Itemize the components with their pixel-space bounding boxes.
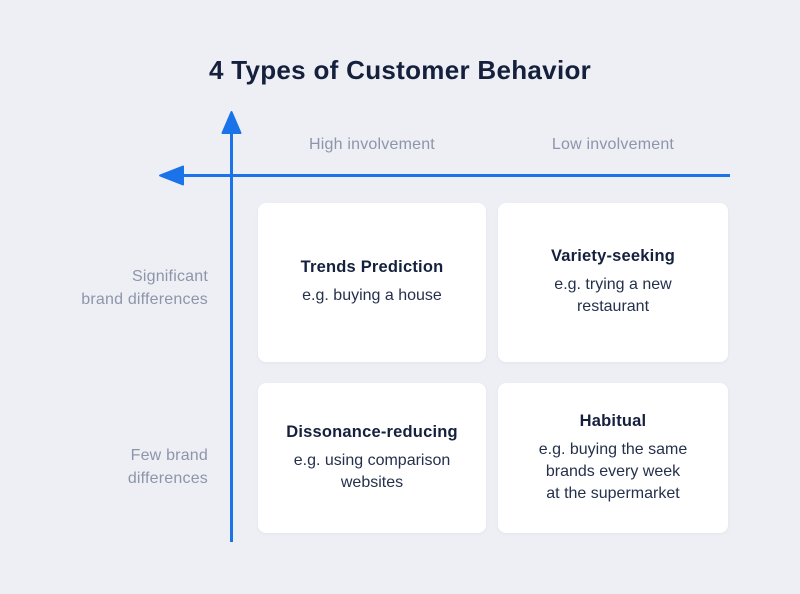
quadrant-card-variety-seeking: Variety-seeking e.g. trying a new restau… [498,203,728,362]
quadrant-example: e.g. trying a new restaurant [554,276,672,315]
quadrant-title: Trends Prediction [300,258,444,276]
quadrant-title: Variety-seeking [550,247,676,265]
y-axis-label-significant-brand-differences: Significant brand differences [81,268,208,308]
quadrant-example: e.g. buying the same brands every week a… [538,440,688,502]
quadrant-card-dissonance-reducing: Dissonance-reducing e.g. using compariso… [258,383,486,533]
quadrant-title: Habitual [579,411,647,430]
quadrant-card-habitual: Habitual e.g. buying the same brands eve… [498,383,728,533]
arrow-up-icon [221,111,242,134]
x-axis-label-high-involvement: High involvement [309,136,435,153]
y-axis-label-few-brand-differences: Few brand differences [127,447,208,487]
arrow-left-icon [159,165,184,186]
quadrant-example: e.g. using comparison websites [293,451,451,491]
page-title: 4 Types of Customer Behavior [208,55,592,86]
quadrant-card-trends-prediction: Trends Prediction e.g. buying a house [258,203,486,362]
x-axis-label-low-involvement: Low involvement [551,136,675,153]
quadrant-example: e.g. buying a house [302,287,442,304]
quadrant-title: Dissonance-reducing [286,422,458,441]
